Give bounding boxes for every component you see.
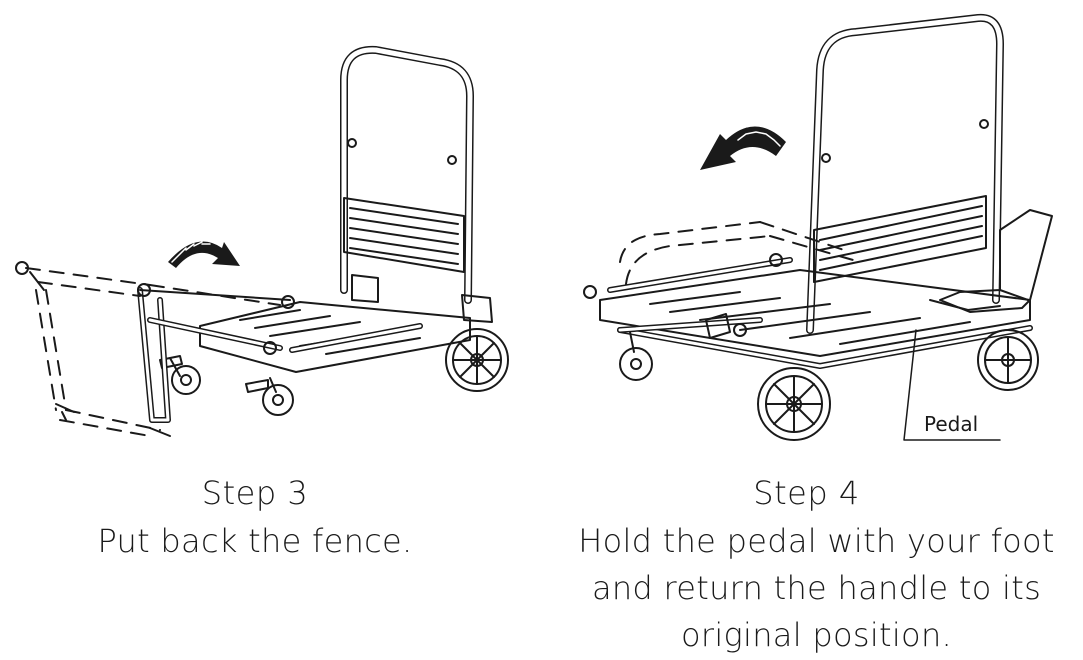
pedal-label: Pedal: [924, 412, 978, 436]
large-wheel-rear: [977, 329, 1039, 391]
cart-back-plate: [813, 195, 987, 283]
step-3-description-line: Put back the fence.: [97, 522, 413, 560]
large-wheel: [445, 328, 509, 392]
pedal-callout: Pedal: [903, 329, 1001, 441]
step-3-panel: Step 3 Put back the fence.: [0, 0, 530, 660]
fence-attached: [137, 283, 295, 423]
step-4-description-line-2: and return the handle to its: [591, 569, 1042, 607]
step-4-description: Hold the pedal with your foot and return…: [550, 518, 1083, 659]
cart-base: [199, 301, 471, 373]
caster-wheels: [159, 355, 294, 416]
large-wheel: [757, 367, 831, 441]
step-3-description: Put back the fence.: [0, 518, 510, 565]
fence-moving-dashed: [25, 267, 281, 437]
foot-on-pedal: [929, 209, 1053, 313]
fence: [583, 253, 793, 337]
cart-back-plate: [343, 197, 465, 273]
curved-arrow-clockwise-icon: [168, 241, 240, 268]
handle-moving-dashed: [619, 221, 861, 285]
step-3-title: Step 3: [201, 474, 309, 512]
step-4-illustration: Pedal: [583, 13, 1053, 441]
step-4-panel: Pedal Step 4 Hold the pedal with your fo…: [530, 0, 1083, 660]
cart-base: [599, 269, 1033, 369]
step-4-title: Step 4: [753, 474, 860, 512]
wheel-bracket: [351, 274, 379, 303]
step-3-illustration: [15, 45, 509, 437]
fence-moving-ends: [15, 261, 171, 437]
step-4-description-line-1: Hold the pedal with your foot: [578, 522, 1055, 560]
cart-handle: [340, 45, 474, 304]
cart-handle: [806, 13, 1004, 334]
step-4-description-line-3: original position.: [681, 616, 952, 654]
caster-wheels: [619, 313, 731, 381]
curved-arrow-counterclockwise-icon: [700, 126, 786, 170]
